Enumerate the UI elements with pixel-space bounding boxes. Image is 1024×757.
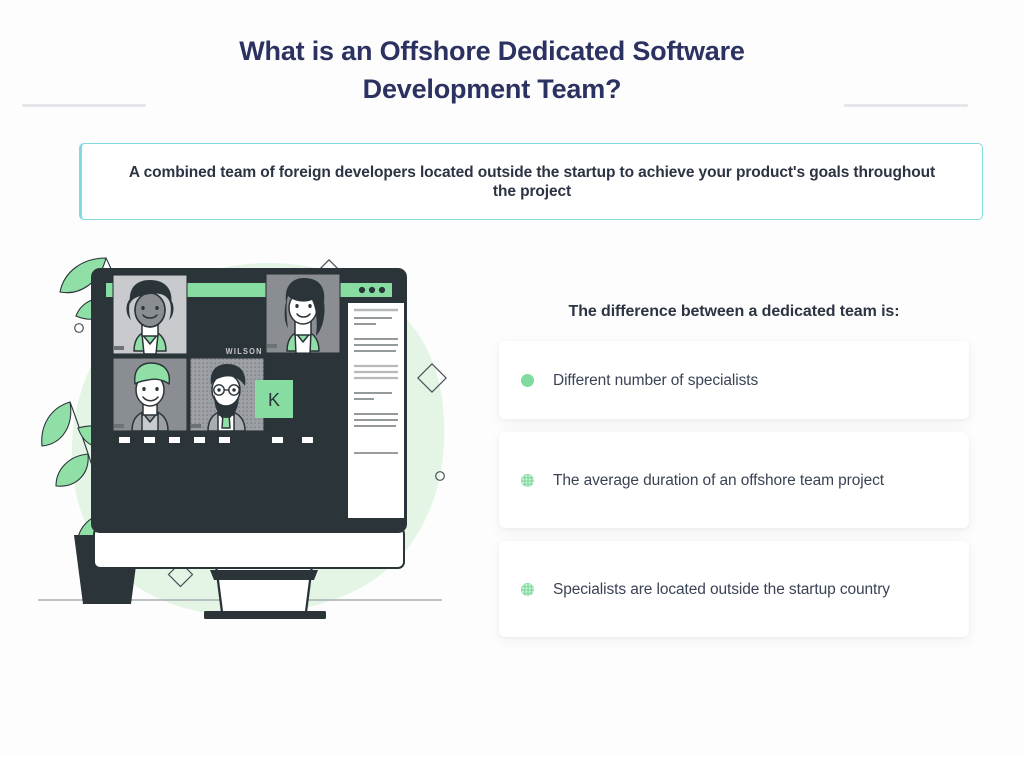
title-rule-right bbox=[844, 104, 968, 107]
svg-text:K: K bbox=[268, 390, 280, 410]
difference-label: Specialists are located outside the star… bbox=[553, 580, 890, 598]
bullet-icon bbox=[521, 582, 534, 596]
difference-label: The average duration of an offshore team… bbox=[553, 471, 884, 489]
control-button bbox=[302, 437, 313, 443]
bullet-icon bbox=[521, 373, 534, 387]
control-button bbox=[219, 437, 230, 443]
participant-tile bbox=[266, 274, 340, 353]
title-rule-left bbox=[22, 104, 146, 107]
difference-card[interactable]: Specialists are located outside the star… bbox=[499, 541, 969, 637]
difference-card[interactable]: The average duration of an offshore team… bbox=[499, 432, 969, 528]
participant-tile bbox=[113, 275, 187, 354]
window-dots bbox=[358, 286, 386, 294]
difference-label: Different number of specialists bbox=[553, 371, 759, 389]
video-conference-illustration: WILSON bbox=[38, 238, 488, 638]
definition-text: A combined team of foreign developers lo… bbox=[128, 163, 936, 200]
header: What is an Offshore Dedicated Software D… bbox=[0, 32, 1024, 122]
difference-card[interactable]: Different number of specialists bbox=[499, 341, 969, 419]
monitor-stand bbox=[204, 563, 326, 619]
call-control-bar bbox=[119, 437, 313, 443]
chat-sidebar bbox=[348, 303, 404, 518]
bullet-icon bbox=[521, 473, 534, 487]
avatar-initial-tile: K bbox=[255, 380, 293, 418]
control-button bbox=[119, 437, 130, 443]
page-title: What is an Offshore Dedicated Software D… bbox=[239, 36, 745, 104]
participant-tile bbox=[190, 358, 264, 431]
definition-banner: A combined team of foreign developers lo… bbox=[79, 143, 983, 220]
control-button bbox=[194, 437, 205, 443]
differences-heading: The difference between a dedicated team … bbox=[568, 303, 900, 320]
monitor: WILSON bbox=[91, 268, 407, 619]
control-button bbox=[144, 437, 155, 443]
control-button bbox=[272, 437, 283, 443]
participant-tile bbox=[113, 358, 187, 431]
speaker-label: WILSON bbox=[226, 347, 263, 356]
control-button bbox=[169, 437, 180, 443]
